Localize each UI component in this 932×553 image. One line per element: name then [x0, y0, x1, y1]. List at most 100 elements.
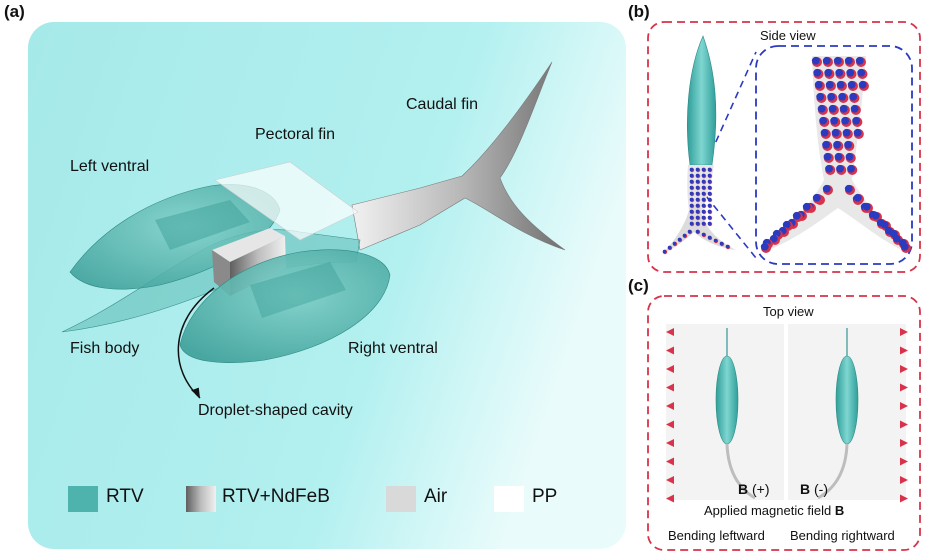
zoom-particle-3-core [844, 56, 853, 65]
zoom-particle-36-core [845, 152, 854, 161]
zoom-particle-16-core [827, 92, 836, 101]
panel-c-label: (c) [628, 276, 649, 295]
side-particle-3-core [707, 167, 712, 172]
legend-label-rtv: RTV [106, 486, 144, 507]
side-particle-18-core [701, 191, 706, 196]
zoom-particle-23-core [819, 116, 828, 125]
zoom-particle-18-core [849, 92, 858, 101]
bending-rightward-label: Bending rightward [790, 528, 895, 543]
side-particle-5-core [695, 173, 700, 178]
zoom-particle-20-core [828, 104, 837, 113]
zoom-particle-26-core [852, 116, 861, 125]
zoom-particle-32-core [833, 140, 841, 149]
zoom-particle-44-core [812, 193, 821, 202]
side-particle-39-core [707, 221, 712, 226]
zoom-particle-0-core [811, 56, 820, 65]
side-particle-48-core [667, 245, 672, 250]
label-cavity: Droplet-shaped cavity [198, 402, 353, 419]
field-minus-symbol: B [800, 481, 811, 497]
panel-b-frame [647, 21, 921, 273]
legend-swatch-rtv [68, 486, 98, 512]
field-plus-label: B (+) [738, 481, 770, 497]
panel-b-zoom-frame [755, 45, 913, 265]
field-lines [666, 328, 908, 503]
applied-field-text: Applied magnetic field [704, 503, 835, 518]
zoom-particle-6-core [824, 68, 833, 77]
zoom-particle-35-core [834, 152, 843, 161]
field-plus-sign: (+) [748, 481, 770, 497]
zoom-particle-15-core [816, 92, 825, 101]
zoom-particle-39-core [847, 164, 855, 173]
panel-c-frame [647, 295, 921, 551]
side-particle-7-core [707, 173, 712, 178]
field-arrowhead-right-2 [900, 365, 908, 373]
label-pectoral-fin: Pectoral fin [255, 126, 336, 143]
side-particle-33-core [695, 215, 700, 220]
right-ventral-shape [179, 249, 391, 363]
side-particle-28-core [689, 209, 694, 214]
field-arrowhead-left-5 [666, 420, 674, 429]
side-particle-8-core [689, 179, 694, 184]
zoom-particle-28-core [831, 128, 840, 137]
zoom-particle-4-core [855, 56, 864, 65]
panel-b-label: (b) [628, 2, 650, 21]
pectoral-fin-shape [214, 161, 359, 241]
side-particle-27-core [707, 203, 712, 208]
side-particle-14-core [701, 185, 706, 190]
field-arrowhead-right-6 [900, 439, 908, 447]
side-particle-20-core [689, 197, 694, 202]
side-particle-29-core [695, 209, 700, 214]
zoom-particle-17-core [838, 92, 847, 101]
top-view-fish-right [835, 355, 859, 445]
zoom-particle-11-core [825, 80, 834, 89]
side-particle-21-core [695, 197, 700, 202]
label-fish-body: Fish body [70, 340, 140, 357]
field-arrowhead-right-3 [900, 383, 908, 392]
zoom-particle-41-core [844, 184, 853, 193]
caudal-fin-shape [351, 61, 566, 251]
zoom-particle-62-core [769, 234, 778, 243]
zoom-particle-30-core [853, 128, 862, 137]
side-particle-24-core [689, 203, 694, 208]
side-view-body [687, 35, 717, 166]
zoom-particle-9-core [857, 68, 866, 77]
side-particle-35-core [707, 215, 712, 220]
side-particle-34-core [701, 215, 706, 220]
side-particle-37-core [695, 221, 700, 226]
zoom-particle-40-core [822, 184, 831, 193]
side-particle-32-core [689, 215, 694, 220]
side-particle-40-core [687, 229, 692, 234]
zoom-particle-8-core [846, 68, 855, 77]
legend-label-rtv-ndfeb: RTV+NdFeB [222, 486, 330, 507]
field-arrowhead-left-4 [666, 402, 674, 410]
bending-leftward-label: Bending leftward [668, 528, 765, 543]
field-arrowhead-left-7 [666, 457, 674, 466]
legend-swatch-pp [494, 486, 524, 512]
field-plus-symbol: B [738, 481, 749, 497]
side-particle-0-core [689, 167, 694, 172]
zoom-particle-27-core [820, 128, 829, 137]
side-particle-43-core [701, 232, 706, 237]
zoom-particle-21-core [839, 104, 848, 113]
zoom-particle-33-core [844, 140, 852, 149]
zoom-particle-19-core [817, 104, 826, 113]
legend-swatch-rtv-ndfeb [186, 486, 216, 512]
zoom-particle-22-core [850, 104, 859, 113]
side-particle-13-core [695, 185, 700, 190]
field-arrowhead-right-1 [900, 346, 908, 355]
zoom-particle-12-core [836, 80, 845, 89]
side-particle-9-core [695, 179, 700, 184]
zoom-particle-48-core [802, 202, 811, 211]
side-particle-10-core [701, 179, 706, 184]
field-arrowhead-left-6 [666, 439, 674, 447]
zoom-particle-67-core [900, 242, 909, 251]
field-arrowhead-right-4 [900, 402, 908, 410]
side-particle-31-core [707, 209, 712, 214]
zoom-particle-1-core [822, 56, 831, 65]
applied-field-symbol: B [834, 503, 845, 518]
side-particle-25-core [695, 203, 700, 208]
side-particle-46-core [672, 241, 677, 246]
field-arrowhead-right-8 [900, 476, 908, 484]
zoom-particle-13-core [847, 80, 856, 89]
